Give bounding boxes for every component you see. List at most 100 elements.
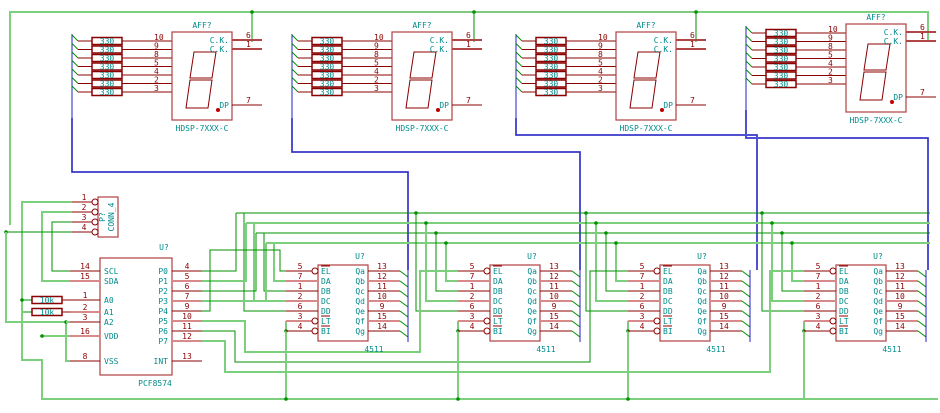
pin-name: Qe <box>355 307 365 316</box>
bus-entry <box>917 290 927 298</box>
pin-number: 7 <box>298 272 303 281</box>
pin-number: 2 <box>640 292 645 301</box>
pin-number: 3 <box>82 213 87 222</box>
resistor-value: 330 <box>774 72 789 81</box>
pin-number: 2 <box>83 303 88 312</box>
decimal-point <box>216 108 220 112</box>
decoder-reference: U? <box>527 252 537 261</box>
bus-entry <box>515 51 523 59</box>
bus-entry <box>745 52 753 59</box>
display-body <box>171 31 233 121</box>
expander-body <box>99 257 173 376</box>
display-body <box>845 23 907 113</box>
decimal-point <box>660 108 664 112</box>
display-reference: AFF? <box>636 21 655 30</box>
pin-number: 8 <box>598 50 603 59</box>
resistor-value: 330 <box>100 80 115 89</box>
pin-number: 9 <box>185 302 190 311</box>
pin-name: SCL <box>104 267 119 276</box>
common-cathode-label: C.K. <box>654 45 673 54</box>
wire-drop <box>415 213 458 312</box>
bus-entry <box>745 35 753 42</box>
pin-number: 1 <box>920 32 925 41</box>
pin-name: VSS <box>104 357 119 366</box>
pin-number: 14 <box>377 322 387 331</box>
pin-number: 14 <box>895 322 905 331</box>
pin-number: 4 <box>598 67 603 76</box>
pin-number: 11 <box>549 282 559 291</box>
pin-name: BI <box>321 327 331 336</box>
bus-entry <box>745 77 753 85</box>
resistor-value: 330 <box>100 71 115 80</box>
wire-drop <box>243 213 286 312</box>
pin-name: DB <box>493 287 503 296</box>
pin-number: 13 <box>895 262 905 271</box>
display-reference: AFF? <box>412 21 431 30</box>
junction-dot <box>472 10 476 14</box>
pin-name: Qc <box>697 287 707 296</box>
resistor-value: 330 <box>100 46 115 55</box>
pin-number: 3 <box>598 84 603 93</box>
pin-number: 5 <box>816 262 821 271</box>
pin-number: 7 <box>690 96 695 105</box>
pin-name: LT <box>839 317 849 326</box>
wire-sda <box>41 211 72 282</box>
bus-entry <box>291 34 299 42</box>
bus-entry <box>917 270 927 278</box>
pin-number: 8 <box>828 42 833 51</box>
pin-name: DA <box>321 277 331 286</box>
wire-drop <box>791 243 804 282</box>
pin-number: 6 <box>816 302 821 311</box>
pin-number: 1 <box>470 282 475 291</box>
resistor-value: 10k <box>40 296 55 305</box>
junction-dot <box>594 221 598 225</box>
pin-number: 12 <box>377 272 387 281</box>
pin-number: 10 <box>549 292 559 301</box>
pin-name: LT <box>493 317 503 326</box>
resistor-value: 330 <box>100 54 115 63</box>
decoder-part-value: 4511 <box>364 345 383 354</box>
pin-name: Qb <box>527 277 537 286</box>
pin-name: Qd <box>527 297 537 306</box>
resistor-value: 330 <box>774 63 789 72</box>
pin-number: 9 <box>898 302 903 311</box>
display-reference: AFF? <box>192 21 211 30</box>
wire-p1 <box>202 223 247 282</box>
connector-pin <box>91 218 99 226</box>
resistor-value: 330 <box>100 63 115 72</box>
wires <box>4 10 938 401</box>
pin-name: P7 <box>158 337 168 346</box>
pin-name: DC <box>321 297 331 306</box>
pin-number: 15 <box>377 312 387 321</box>
bus-entry <box>291 68 299 76</box>
connector-body <box>97 196 119 238</box>
pin-number: 14 <box>719 322 729 331</box>
junction-dot <box>414 211 418 215</box>
wire-drop <box>615 243 628 282</box>
inversion-bubble <box>311 267 319 275</box>
resistor-value: 330 <box>544 71 559 80</box>
bus-entry <box>745 26 753 34</box>
pin-name: Qc <box>355 287 365 296</box>
junction-dot <box>284 397 288 401</box>
bus-entry <box>399 330 409 338</box>
pin-number: 8 <box>83 352 88 361</box>
decoder-part-value: 4511 <box>882 345 901 354</box>
pin-number: 10 <box>374 33 384 42</box>
wire-drop <box>771 223 804 302</box>
pin-number: 12 <box>895 272 905 281</box>
pin-number: 4 <box>154 67 159 76</box>
pin-name: DD <box>663 307 673 316</box>
pin-number: 7 <box>640 272 645 281</box>
resistor-value: 330 <box>100 37 115 46</box>
pin-number: 15 <box>80 272 90 281</box>
pin-name: Qa <box>873 267 883 276</box>
wire-drop <box>253 223 286 302</box>
pin-name: Qg <box>873 327 883 336</box>
bus-entry <box>741 330 751 338</box>
bus-entry <box>515 43 523 50</box>
segment-upper <box>863 43 891 71</box>
pin-name: P1 <box>158 277 168 286</box>
pin-name: DC <box>839 297 849 306</box>
